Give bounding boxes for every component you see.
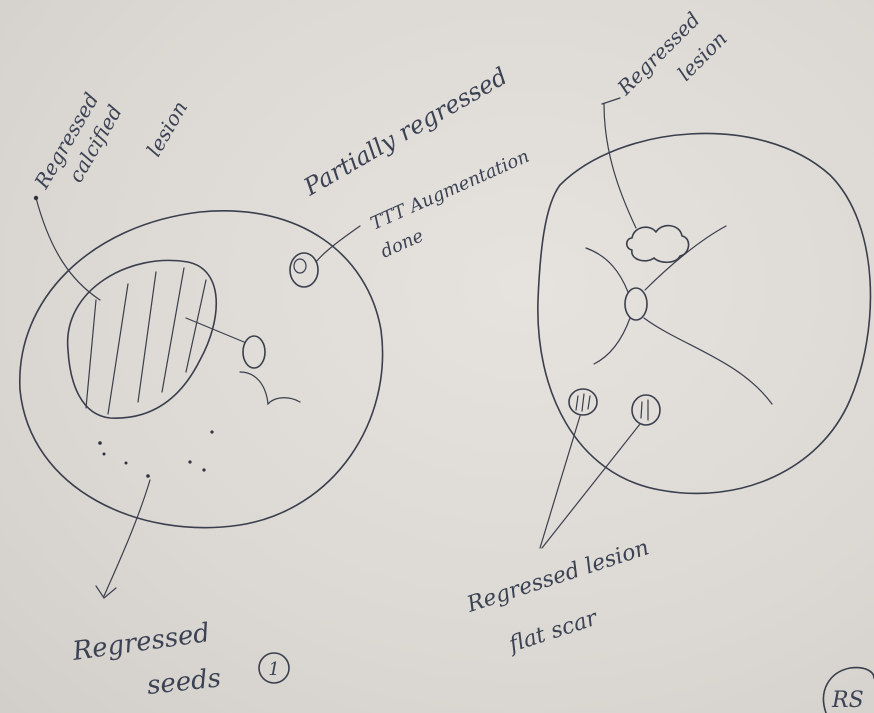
- right-optic-disc: [625, 288, 647, 320]
- leader-flat-scar-1: [540, 416, 580, 548]
- label-regressed-lesion: Regressed lesion: [463, 535, 652, 618]
- label-regressed-seeds-2: seeds: [146, 663, 223, 701]
- vessel-4: [644, 318, 772, 404]
- label-ttt-augmentation: TTT Augmentation: [367, 146, 532, 235]
- calcified-lesion: [68, 260, 217, 418]
- leader-calcified-lesion: [36, 198, 100, 300]
- left-macula-line: [240, 372, 300, 404]
- vessel-3: [594, 318, 630, 364]
- label-done: done: [377, 225, 426, 262]
- partially-regressed-lesion-core: [294, 259, 306, 273]
- leader-flat-scar-2: [542, 424, 640, 548]
- label-regressed-seeds-1: Regressed: [70, 618, 212, 667]
- right-eye-diagram: [538, 98, 871, 548]
- label-lesion: lesion: [142, 97, 193, 161]
- right-eye-outline: [538, 133, 871, 493]
- corner-mark: RS: [831, 688, 864, 713]
- regressed-seeds: [98, 430, 213, 477]
- flat-scar-2: [632, 395, 660, 425]
- regressed-lesion-top: [627, 226, 689, 263]
- left-eye-outline: [20, 211, 383, 528]
- vessel-2: [645, 226, 726, 290]
- left-optic-disc: [243, 336, 265, 368]
- leader-regressed-top: [604, 104, 636, 228]
- leader-regressed-top-tick: [602, 98, 620, 104]
- partially-regressed-lesion: [290, 253, 318, 287]
- leader-seeds: [104, 480, 150, 596]
- leader-partial-lesion: [316, 226, 360, 262]
- label-flat-scar: flat scar: [504, 605, 601, 658]
- left-eye-diagram: [20, 196, 383, 598]
- figure-number: 1: [268, 659, 279, 680]
- calcified-lesion-hatching: [86, 268, 206, 414]
- vessel-1: [586, 248, 628, 292]
